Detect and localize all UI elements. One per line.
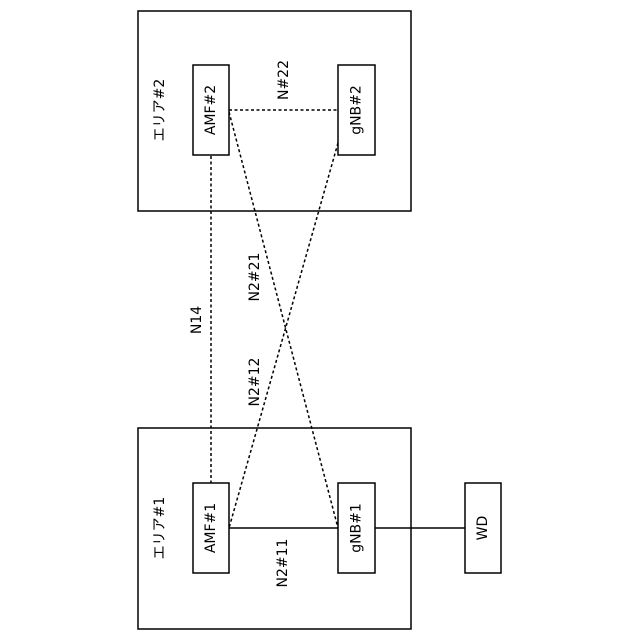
- link-n2-21: [229, 112, 338, 528]
- link-n22-label: N#22: [276, 60, 292, 100]
- link-n14-label: N14: [189, 306, 205, 334]
- area-2-label: エリア#2: [152, 79, 168, 142]
- amf2-label: AMF#2: [203, 85, 219, 135]
- area-1-label: エリア#1: [152, 497, 168, 560]
- link-n2-21-label: N2#21: [247, 253, 263, 302]
- gnb1-label: gNB#1: [349, 503, 365, 553]
- gnb2-label: gNB#2: [349, 85, 365, 135]
- amf1-label: AMF#1: [203, 503, 219, 553]
- link-n2-12: [229, 143, 338, 528]
- link-n2-11-label: N2#11: [275, 539, 291, 588]
- wd-label: WD: [475, 516, 491, 541]
- link-n2-12-label: N2#12: [247, 358, 263, 407]
